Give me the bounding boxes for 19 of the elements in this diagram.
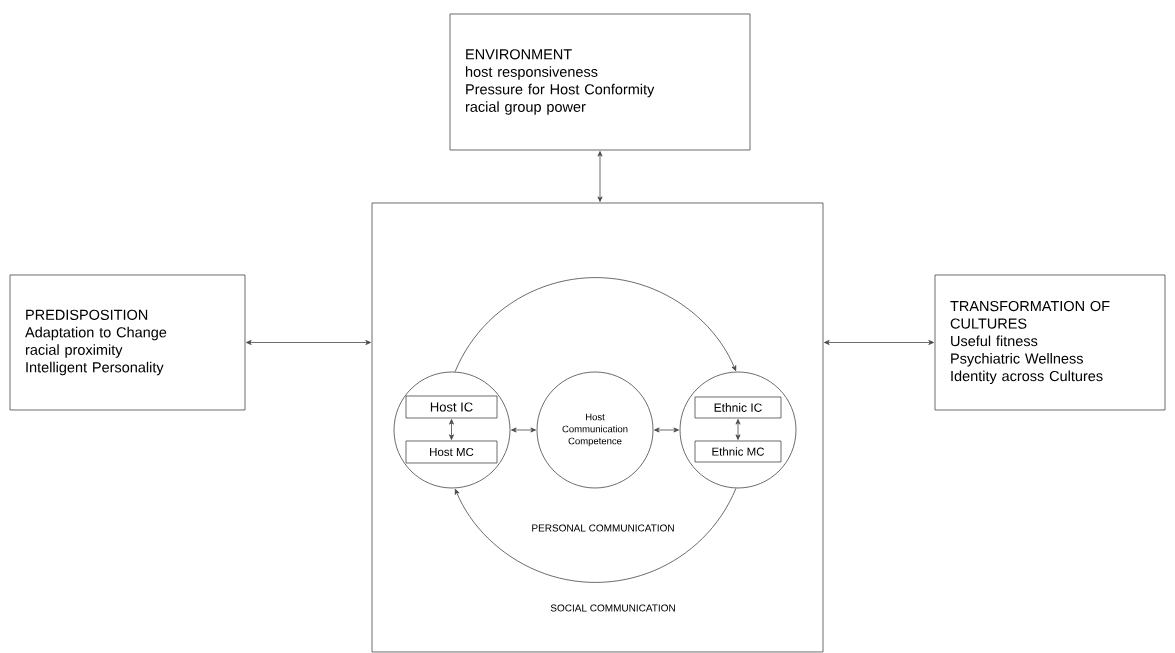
arrow <box>454 487 737 583</box>
arrow <box>735 419 741 440</box>
arrow <box>246 340 371 345</box>
circle-node <box>679 371 797 489</box>
circle-node <box>393 371 511 489</box>
label-box: Ethnic MC <box>694 440 782 463</box>
label-box: Host MC <box>405 440 498 464</box>
arrow <box>454 277 737 373</box>
concept-box: ENVIRONMENT host responsiveness Pressure for Host Conformity racial group power <box>449 13 751 151</box>
circle-node: Host Communication Competence <box>536 371 654 489</box>
label-box: Host IC <box>405 395 498 419</box>
arrow <box>654 427 679 433</box>
concept-box: TRANSFORMATION OF CULTURES Useful fitness Psychiatric Wellness Identity across Cultures <box>934 274 1166 411</box>
arrow <box>597 151 603 202</box>
label-box: Ethnic IC <box>694 396 782 419</box>
arrow <box>511 427 536 433</box>
arrow <box>824 340 934 345</box>
concept-box: PREDISPOSITION Adaptation to Change racial proximity Intelligent Personality <box>9 274 246 411</box>
arrow <box>449 419 454 440</box>
